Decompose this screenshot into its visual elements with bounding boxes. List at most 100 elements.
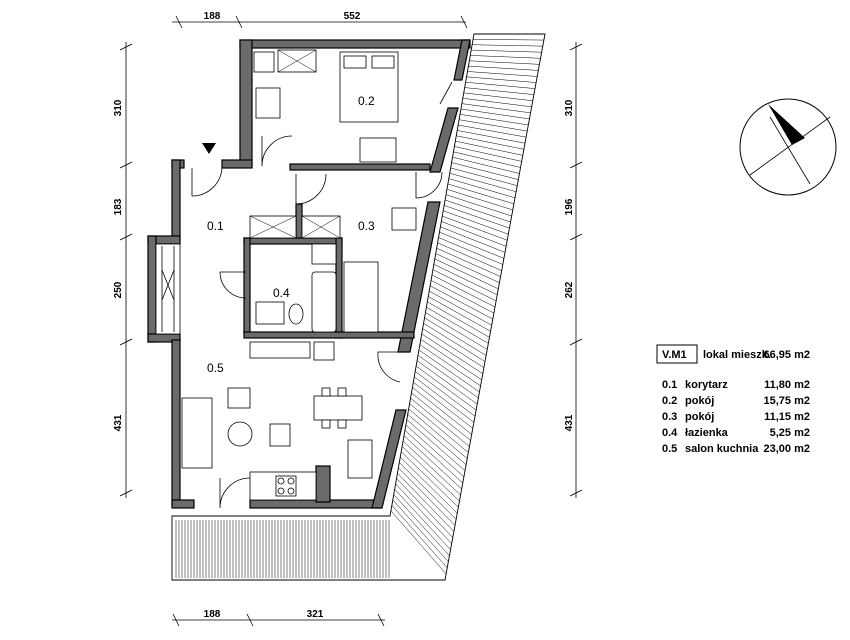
- terrace-decking-line: [438, 237, 503, 265]
- terrace-decking-line: [390, 510, 447, 575]
- legend-name: łazienka: [685, 427, 729, 439]
- terrace-decking-line: [425, 312, 488, 350]
- terrace-decking-line: [402, 440, 461, 496]
- dim-right-3: 262: [564, 281, 575, 298]
- terrace-decking-line: [459, 114, 529, 126]
- terrace-decking-line: [445, 194, 512, 217]
- walls: [147, 39, 471, 509]
- room-label-0-1: 0.1: [207, 219, 224, 233]
- terrace: [171, 33, 546, 581]
- unit-code-box: [656, 344, 698, 364]
- terrace-decking-line: [434, 258, 499, 290]
- terrace-decking-line: [455, 140, 523, 156]
- terrace-decking-line: [395, 483, 452, 544]
- terrace-decking-line: [456, 135, 524, 150]
- legend-num: 0.5: [662, 443, 677, 455]
- terrace-decking-line: [405, 424, 465, 478]
- terrace-decking-line: [442, 215, 508, 241]
- room-label-0-3: 0.3: [358, 219, 375, 233]
- unit-code: V.M1: [662, 349, 687, 361]
- terrace-decking-line: [430, 280, 495, 314]
- terrace-decking-line: [392, 499, 449, 562]
- legend-name: pokój: [685, 411, 714, 423]
- terrace-decking-line: [423, 322, 486, 362]
- storage-shelf: [249, 341, 311, 359]
- terrace-decking-line: [416, 360, 478, 405]
- dim-top-1: 188: [204, 11, 221, 22]
- armchair-top: [227, 387, 251, 409]
- desk-room3: [391, 207, 417, 231]
- legend-num: 0.3: [662, 411, 677, 423]
- terrace-decking-line: [415, 371, 476, 417]
- terrace-decking-line: [406, 419, 466, 471]
- dining-table: [313, 395, 363, 421]
- terrace-decking-line: [444, 199, 511, 223]
- dim-bottom-1: 188: [204, 609, 221, 620]
- terrace-decking-line: [468, 65, 539, 71]
- toilet: [288, 303, 304, 325]
- washbasin: [255, 301, 285, 325]
- terrace-decking-line: [396, 478, 453, 538]
- dim-bottom-2: 321: [307, 609, 324, 620]
- terrace-decking-line: [407, 414, 467, 465]
- dresser: [359, 137, 397, 163]
- terrace-decking-line: [429, 290, 492, 326]
- terrace-decking-line: [454, 146, 522, 162]
- washing-machine: [311, 243, 337, 265]
- terrace-decking-line: [433, 264, 498, 296]
- legend-name: korytarz: [685, 379, 728, 391]
- dim-left-4: 431: [113, 414, 124, 431]
- terrace-decking-line: [459, 119, 528, 132]
- terrace-decking-line: [469, 60, 540, 65]
- coffee-table: [227, 421, 253, 447]
- terrace-decking-line: [462, 98, 532, 108]
- terrace-decking-line: [414, 376, 475, 423]
- terrace-decking-line: [448, 178, 516, 199]
- terrace-decking-line: [471, 49, 542, 53]
- terrace-decking-line: [464, 87, 534, 95]
- legend-area: 11,80 m2: [764, 379, 810, 391]
- terrace-decking-line: [419, 344, 481, 387]
- terrace-decking-line: [411, 392, 471, 441]
- furniture: [181, 49, 417, 501]
- terrace-decking-line: [408, 408, 468, 459]
- terrace-decking-line: [443, 210, 509, 235]
- boiler: [313, 341, 335, 361]
- terrace-decking-line: [393, 494, 450, 556]
- terrace-decking-line: [426, 306, 489, 344]
- terrace-decking-line: [463, 92, 533, 101]
- terrace-decking-line: [441, 221, 507, 247]
- terrace-decking-line: [424, 317, 487, 356]
- dim-left-1: 310: [113, 99, 124, 116]
- terrace-decking-line: [404, 430, 463, 484]
- terrace-decking-line: [399, 462, 457, 520]
- terrace-decking-line: [466, 76, 537, 83]
- sink-unit: [347, 439, 373, 479]
- cooktop: [275, 475, 297, 497]
- terrace-decking-line: [453, 151, 521, 168]
- legend-name: pokój: [685, 395, 714, 407]
- terrace-decking-line: [421, 333, 483, 374]
- dimension-lines: 188 552 188 321 310 183 250 431 310 196 …: [113, 11, 583, 627]
- total-label: lokal mieszk.: [703, 349, 771, 361]
- legend-num: 0.4: [662, 427, 678, 439]
- terrace-decking-line: [439, 231, 504, 259]
- terrace-decking-line: [465, 81, 536, 89]
- room-labels: 0.1 0.2 0.3 0.4 0.5: [207, 94, 375, 375]
- doors: [191, 81, 453, 509]
- terrace-decking-line: [428, 296, 491, 332]
- terrace-decking-line: [437, 242, 502, 271]
- room-label-0-2: 0.2: [358, 94, 375, 108]
- terrace-decking-line: [432, 269, 497, 302]
- legend-area: 11,15 m2: [764, 411, 810, 423]
- room-label-0-4: 0.4: [273, 286, 290, 300]
- terrace-decking-line: [422, 328, 485, 368]
- terrace-decking-line: [451, 162, 519, 180]
- legend-num: 0.1: [662, 379, 677, 391]
- terrace-decking-line: [415, 365, 477, 411]
- terrace-decking-line: [452, 156, 520, 174]
- terrace-decking-line: [449, 173, 517, 192]
- terrace-decking-line: [420, 339, 482, 381]
- terrace-decking-line: [458, 124, 527, 138]
- terrace-decking-line: [417, 355, 479, 399]
